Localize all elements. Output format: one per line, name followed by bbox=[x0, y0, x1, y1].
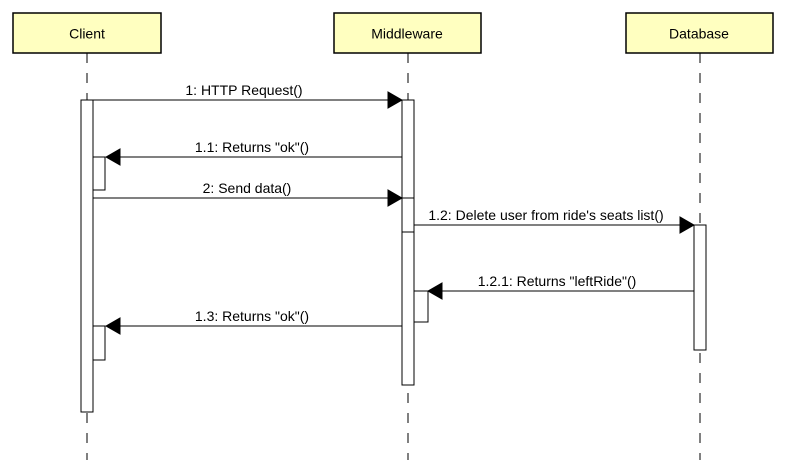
activation-middleware-main bbox=[401, 99, 415, 386]
message-returns-ok-1-arrowhead bbox=[104, 148, 121, 166]
activation-database bbox=[693, 224, 707, 351]
activation-client-main bbox=[80, 99, 94, 413]
message-returns-leftride-label: 1.2.1: Returns "leftRide"() bbox=[478, 273, 637, 289]
message-returns-ok-1-label: 1.1: Returns "ok"() bbox=[195, 139, 309, 155]
message-http-request: 1: HTTP Request() bbox=[93, 82, 404, 109]
participant-middleware: Middleware bbox=[333, 12, 482, 54]
participant-middleware-box bbox=[333, 12, 482, 54]
participant-client-label: Client bbox=[69, 26, 105, 42]
message-returns-ok-2-label: 1.3: Returns "ok"() bbox=[195, 308, 309, 324]
participant-client-box bbox=[12, 12, 162, 54]
message-returns-ok-1: 1.1: Returns "ok"() bbox=[104, 139, 402, 166]
message-http-request-label: 1: HTTP Request() bbox=[185, 82, 302, 98]
activation-client-nested-1 bbox=[92, 156, 106, 191]
message-http-request-arrowhead bbox=[387, 91, 404, 109]
participant-database-label: Database bbox=[669, 26, 729, 42]
message-send-data-label: 2: Send data() bbox=[203, 180, 292, 196]
message-returns-leftride: 1.2.1: Returns "leftRide"() bbox=[426, 273, 694, 300]
message-delete-user-label: 1.2: Delete user from ride's seats list(… bbox=[428, 207, 663, 223]
participant-middleware-label: Middleware bbox=[371, 26, 443, 42]
message-delete-user: 1.2: Delete user from ride's seats list(… bbox=[414, 207, 696, 234]
message-send-data-arrowhead bbox=[387, 189, 404, 207]
message-returns-ok-2-arrowhead bbox=[104, 317, 121, 335]
activation-client-nested-2 bbox=[92, 325, 106, 361]
message-send-data: 2: Send data() bbox=[93, 180, 404, 207]
participant-database: Database bbox=[625, 12, 774, 54]
message-returns-ok-2: 1.3: Returns "ok"() bbox=[104, 308, 402, 335]
activation-middleware-nested-1 bbox=[401, 197, 415, 233]
activation-middleware-nested-2 bbox=[413, 290, 429, 323]
message-delete-user-arrowhead bbox=[679, 216, 696, 234]
participant-client: Client bbox=[12, 12, 162, 54]
message-returns-leftride-arrowhead bbox=[426, 282, 443, 300]
